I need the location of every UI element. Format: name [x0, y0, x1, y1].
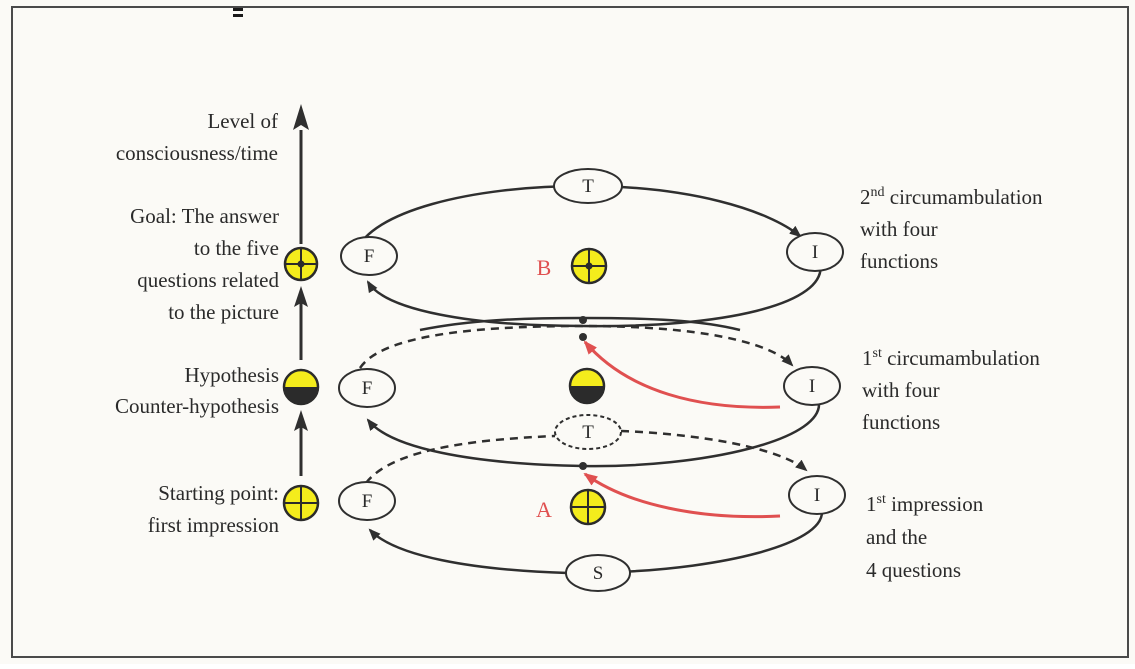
first-label-line-2: with four — [862, 378, 940, 402]
red-feedback-arrow-lower — [583, 472, 781, 519]
arrow-up-icon — [293, 104, 309, 130]
first-impression-label: 1st impression and the 4 questions — [866, 492, 984, 582]
svg-text:F: F — [362, 491, 373, 512]
marker-b-label: B — [537, 255, 552, 280]
start-label-line-2: first impression — [148, 513, 280, 537]
start-symbol — [282, 484, 320, 522]
figure-frame — [11, 6, 1129, 658]
node-mid-i: I — [783, 366, 841, 406]
goal-label-line-2: to the five — [194, 236, 279, 260]
impression-label-line-1: 1st impression — [866, 492, 984, 516]
goal-label-line-3: questions related — [137, 268, 279, 292]
circle-dot-cross-symbol-icon — [570, 247, 608, 285]
scan-artifact-top — [233, 8, 243, 11]
second-label-line-1: 2nd circumambulation — [860, 185, 1043, 209]
first-impression-loop — [365, 429, 824, 575]
node-mid-t: T — [554, 414, 622, 450]
center-symbol-hypothesis — [568, 367, 606, 405]
hypothesis-label-line-2: Counter-hypothesis — [115, 394, 279, 418]
svg-text:S: S — [593, 563, 604, 584]
goal-label-line-4: to the picture — [168, 300, 279, 324]
arrow-up-icon — [294, 410, 308, 431]
circle-cross-symbol-icon — [569, 488, 607, 526]
svg-text:F: F — [364, 246, 375, 267]
second-label-line-2: with four — [860, 217, 938, 241]
loop-low-arc-dashed-left — [365, 434, 556, 484]
node-top-f: F — [340, 236, 398, 276]
loop-mid-arc-dashed — [358, 324, 794, 369]
junction-dot-top — [579, 316, 587, 324]
node-top-t: T — [553, 168, 623, 204]
junction-dot-mid — [579, 333, 587, 341]
circle-half-symbol-icon — [282, 368, 320, 406]
first-label-line-1: 1st circumambulation — [862, 346, 1040, 370]
red-feedback-arrow-upper — [583, 340, 781, 409]
goal-symbol — [283, 246, 319, 282]
circle-cross-symbol-icon — [282, 484, 320, 522]
axis-label-line-2: consciousness/time — [116, 141, 278, 165]
first-label-line-3: functions — [862, 410, 940, 434]
node-mid-f: F — [338, 368, 396, 408]
center-symbol-b — [570, 247, 608, 285]
second-circumambulation-label: 2nd circumambulation with four functions — [860, 185, 1043, 273]
hypothesis-label-line-1: Hypothesis — [185, 363, 280, 387]
svg-text:I: I — [809, 376, 815, 397]
goal-label-line-1: Goal: The answer — [130, 204, 279, 228]
scan-artifact-bottom — [233, 14, 243, 17]
consciousness-axis — [293, 104, 309, 476]
impression-label-line-2: and the — [866, 525, 927, 549]
hypothesis-label: Hypothesis Counter-hypothesis — [115, 363, 279, 418]
start-label: Starting point: first impression — [148, 481, 280, 537]
circle-dot-cross-symbol-icon — [283, 246, 319, 282]
node-low-s: S — [565, 554, 631, 592]
axis-label-line-1: Level of — [207, 109, 278, 133]
node-top-i: I — [786, 232, 844, 272]
axis-label: Level of consciousness/time — [116, 109, 278, 165]
center-symbol-a — [569, 488, 607, 526]
svg-text:T: T — [582, 422, 594, 443]
marker-a-label: A — [536, 497, 552, 522]
svg-text:I: I — [814, 485, 820, 506]
arrow-up-icon — [294, 286, 308, 307]
first-circumambulation-label: 1st circumambulation with four functions — [862, 346, 1040, 434]
loop-low-arc-left — [368, 528, 569, 575]
svg-text:F: F — [362, 378, 373, 399]
loop-low-arc-dashed-right — [620, 429, 808, 472]
second-label-line-3: functions — [860, 249, 938, 273]
junction-dot-low — [579, 462, 587, 470]
svg-text:I: I — [812, 242, 818, 263]
start-label-line-1: Starting point: — [158, 481, 279, 505]
circle-half-symbol-icon — [568, 367, 606, 405]
svg-text:T: T — [582, 176, 594, 197]
impression-label-line-3: 4 questions — [866, 558, 961, 582]
node-low-f: F — [338, 481, 396, 521]
loop-top-arc-lower — [366, 261, 822, 328]
loop-low-arc-right — [617, 511, 824, 574]
node-low-i: I — [788, 475, 846, 515]
hypothesis-symbol — [282, 368, 320, 406]
goal-label: Goal: The answer to the five questions r… — [130, 204, 279, 324]
